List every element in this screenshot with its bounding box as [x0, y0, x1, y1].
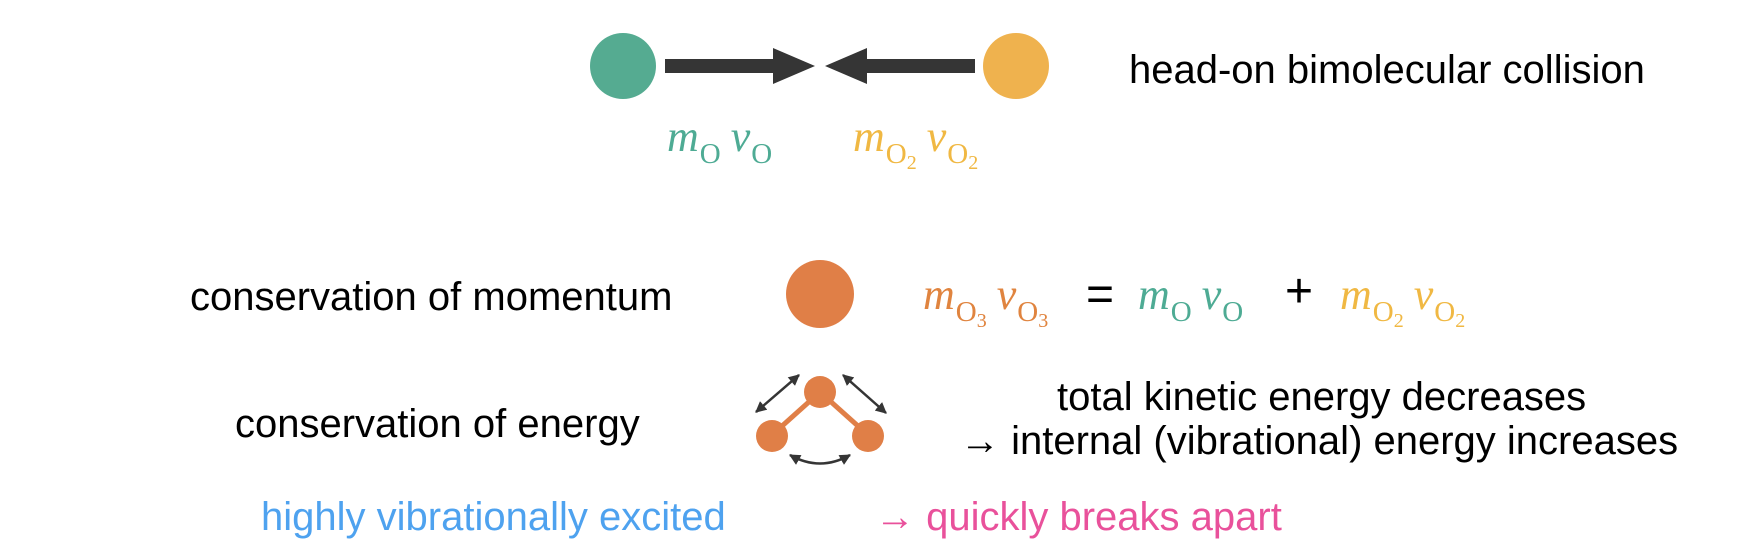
momentum-label: conservation of momentum	[190, 275, 673, 319]
oxygen-atom-icon	[590, 33, 656, 99]
energy-line-1: total kinetic energy decreases	[1057, 375, 1587, 419]
o2-momentum-label: mO2vO2	[853, 112, 979, 174]
vibrationally-excited-text: highly vibrationally excited	[261, 495, 726, 539]
energy-label: conservation of energy	[235, 402, 640, 446]
plus-sign: +	[1285, 265, 1314, 318]
stretch-arrow-left-icon	[755, 374, 800, 413]
o2-molecule-icon	[983, 33, 1049, 99]
collision-caption: head-on bimolecular collision	[1129, 48, 1645, 92]
breaks-apart-text: → quickly breaks apart	[875, 495, 1282, 539]
equation-term-o2: mO2vO2	[1340, 270, 1466, 332]
bend-arrow-icon	[789, 453, 851, 465]
right-arrow-icon	[665, 48, 815, 84]
vibrating-ozone-icon	[755, 374, 887, 465]
equals-sign: =	[1086, 268, 1115, 321]
o3-molecule-icon	[786, 260, 854, 328]
equation-lhs: mO3vO3	[923, 270, 1049, 332]
energy-line-2: → internal (vibrational) energy increase…	[960, 419, 1679, 463]
left-arrow-icon	[825, 48, 975, 84]
stretch-arrow-right-icon	[842, 374, 887, 414]
